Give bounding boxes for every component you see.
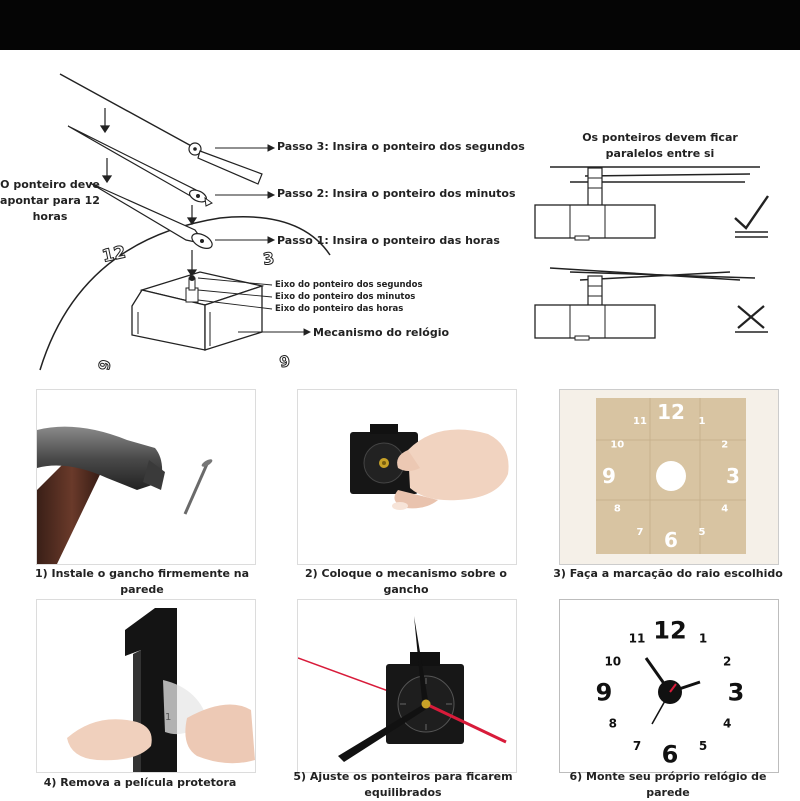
insertion-arrows (99, 108, 198, 278)
step-1-panel (36, 389, 256, 565)
hammer-head (37, 426, 163, 490)
numeral-5: 5 (699, 527, 706, 538)
numeral-11: 11 (629, 632, 646, 646)
dial-number-3: 3 (262, 249, 276, 269)
left-hand (67, 719, 152, 761)
step-2-label: Passo 2: Insira o ponteiro dos minutos (277, 187, 516, 200)
step-4-panel: 1 (36, 599, 256, 773)
hammer-nail-photo (37, 390, 255, 564)
numeral-12: 12 (653, 617, 686, 645)
dial-arc (39, 216, 331, 371)
top-black-band (0, 0, 800, 50)
numeral-9: 9 (602, 464, 616, 488)
step-1-caption: 1) Instale o gancho firmemente na parede (34, 567, 250, 596)
numeral-11: 11 (633, 416, 647, 427)
step-3-label: Passo 3: Insira o ponteiro dos segundos (277, 140, 525, 153)
numeral-12: 12 (657, 400, 685, 424)
sticker-digit-text: 1 (165, 712, 171, 723)
hammer-handle (37, 450, 107, 564)
minute-hand-drawing (67, 125, 213, 207)
dial-number-6: 6 (278, 351, 291, 371)
hour-hand-drawing (89, 182, 213, 249)
exploded-view-drawing: 12 3 9 6 (39, 73, 769, 372)
numeral-5: 5 (699, 739, 707, 753)
dial-ticks (400, 678, 452, 730)
nail (183, 463, 209, 515)
axle-seconds-label: Eixo do ponteiro dos segundos (275, 280, 423, 290)
numeral-3: 3 (726, 464, 740, 488)
mechanism-hook-photo (298, 390, 516, 564)
numeral-1: 1 (699, 632, 707, 646)
step-4-caption: 4) Remova a película protetora (43, 776, 237, 789)
mechanism-label: Mecanismo do relógio (313, 326, 450, 339)
step-3-caption: 3) Faça a marcação do raio escolhido (553, 567, 783, 580)
right-hand (185, 704, 255, 764)
second-hand-red (425, 702, 507, 744)
parallel-wrong-drawing (534, 267, 768, 341)
step-leader-lines (215, 144, 276, 244)
parallel-correct-drawing (534, 166, 769, 241)
peel-film-photo: 1 (37, 600, 255, 772)
twelve-oclock-note: O ponteiro deve apontar para 12 horas (0, 178, 100, 223)
numeral-7: 7 (637, 527, 644, 538)
hour-hand (338, 704, 428, 762)
numeral-8: 8 (614, 504, 621, 515)
numeral-1: 1 (699, 416, 706, 427)
black-sticker-digit (125, 608, 177, 772)
dial-number-12: 12 (100, 242, 127, 266)
axle-leader-lines (197, 277, 312, 336)
numeral-6: 6 (662, 741, 679, 769)
step-5-caption: 5) Ajuste os ponteiros para ficarem equi… (293, 770, 513, 799)
hand-holding (408, 429, 509, 501)
check-mark (734, 195, 769, 230)
numeral-7: 7 (633, 739, 641, 753)
clock-mechanism-drawing (131, 271, 265, 351)
axle-minutes-label: Eixo do ponteiro dos minutos (275, 292, 416, 302)
numeral-9: 9 (596, 679, 613, 707)
numeral-8: 8 (609, 716, 617, 730)
second-hand-drawing (59, 73, 263, 185)
numeral-4: 4 (721, 504, 728, 515)
numeral-3: 3 (728, 679, 745, 707)
numeral-10: 10 (610, 440, 624, 451)
step-5-panel (297, 599, 517, 773)
parallel-hands-note: Os ponteiros devem ficar paralelos entre… (582, 131, 738, 160)
step-2-panel (297, 389, 517, 565)
numeral-6: 6 (664, 528, 678, 552)
adjust-hands-photo (298, 600, 516, 772)
hands-assembly-diagram: 12 3 9 6 (0, 50, 800, 390)
step-1-label: Passo 1: Insira o ponteiro das horas (277, 234, 500, 247)
numeral-10: 10 (604, 654, 621, 668)
step-2-caption: 2) Coloque o mecanismo sobre o gancho (305, 567, 507, 596)
numeral-2: 2 (723, 654, 731, 668)
numeral-2: 2 (721, 440, 728, 451)
template-center-hole (656, 461, 686, 491)
step-6-caption: 6) Monte seu próprio relógio de parede (569, 770, 767, 799)
axle-hours-label: Eixo do ponteiro das horas (275, 304, 404, 314)
dial-number-9: 9 (95, 358, 115, 371)
minute-hand (414, 616, 428, 700)
numeral-4: 4 (723, 716, 731, 730)
